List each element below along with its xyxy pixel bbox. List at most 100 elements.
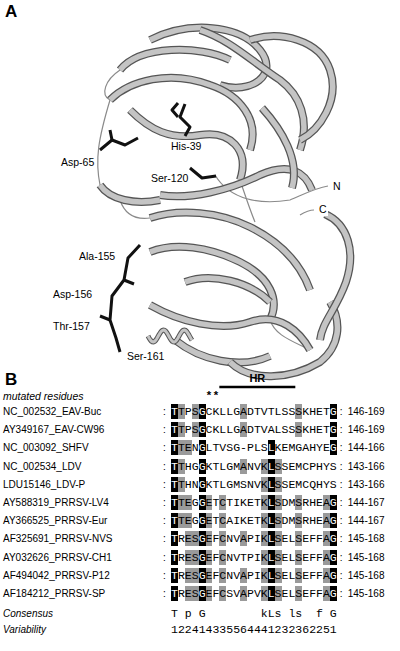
residue-cell: L <box>288 568 295 583</box>
residue-cell: T <box>171 586 178 601</box>
residue-cell: H <box>185 459 192 474</box>
residue-cell: N <box>226 550 233 565</box>
sequence: TTEGGETCTIKETKLSDMSRHEAG <box>171 495 337 510</box>
residue-range: 144-166 <box>348 440 385 455</box>
residue-cell <box>254 606 261 621</box>
residue-cell: K <box>206 477 213 492</box>
residue-cell: T <box>171 513 178 528</box>
residue-cell: G <box>233 404 240 419</box>
separator: : <box>340 586 343 601</box>
residue-cell: K <box>261 495 268 510</box>
region-bar <box>219 386 295 389</box>
residue-cell: 3 <box>219 622 226 637</box>
residue-cell: V <box>233 550 240 565</box>
residue-cell: E <box>206 568 213 583</box>
residue-cell: L <box>268 586 275 601</box>
residue-cell: N <box>192 440 199 455</box>
residue-cell: T <box>178 422 185 437</box>
residue-cell: L <box>275 422 282 437</box>
residue-cell <box>192 606 199 621</box>
residue-cell: E <box>206 550 213 565</box>
mutation-mark: ** <box>206 389 220 402</box>
residue-cell: S <box>295 404 302 419</box>
residue-cell: A <box>302 440 309 455</box>
residue-cell: S <box>295 513 302 528</box>
residue-cell: G <box>330 404 337 419</box>
separator: : <box>340 531 343 546</box>
residue-cell: K <box>261 568 268 583</box>
ribbon-edge <box>320 214 350 340</box>
residue-cell: T <box>178 513 185 528</box>
residue-label: Ser-161 <box>126 350 165 363</box>
residue-cell: L <box>268 568 275 583</box>
residue-range: 143-166 <box>348 477 385 492</box>
seq-name: NC_002534_LDV <box>3 459 81 474</box>
residue-cell: E <box>302 550 309 565</box>
residue-cell: G <box>233 422 240 437</box>
seq-name: AF494042_PRRSV-P12 <box>3 568 110 583</box>
residue-cell: A <box>226 513 233 528</box>
residue-cell: T <box>323 422 330 437</box>
helix <box>148 330 192 342</box>
residue-cell: L <box>206 440 213 455</box>
sequence: TTPSGCKLLGADTVALSSSKHETG <box>171 422 337 437</box>
residue-cell: Y <box>323 459 330 474</box>
residue-cell: T <box>178 404 185 419</box>
residue-range: 144-167 <box>348 513 385 528</box>
residue-cell <box>206 606 213 621</box>
residue-cell: T <box>323 404 330 419</box>
residue-cell: E <box>288 459 295 474</box>
seq-name: AF184212_PRRSV-SP <box>3 586 105 601</box>
residue-cell: G <box>330 422 337 437</box>
residue-cell: 2 <box>178 622 185 637</box>
residue-cell: G <box>199 586 206 601</box>
residue-cell: I <box>254 550 261 565</box>
residue-cell <box>233 606 240 621</box>
residue-cell: 3 <box>295 622 302 637</box>
residue-cell: P <box>247 440 254 455</box>
residue-cell: E <box>316 422 323 437</box>
residue-cell: Y <box>316 440 323 455</box>
residue-cell: C <box>219 586 226 601</box>
sequence: TRESGEFCSVAPVKLSELSEFFAG <box>171 586 337 601</box>
residue-cell: L <box>268 513 275 528</box>
residue-cell: E <box>247 495 254 510</box>
sequence: TRESGEFCNVAPIKLSELSEFFAG <box>171 568 337 583</box>
residue-cell: P <box>309 459 316 474</box>
residue-cell: F <box>309 586 316 601</box>
separator: : <box>163 495 166 510</box>
helix <box>148 330 192 342</box>
residue-cell: F <box>212 586 219 601</box>
ribbon-strand <box>120 50 230 70</box>
sequence: TRESGEFCNVTPIKLSELSEFFAG <box>171 550 337 565</box>
residue-cell: E <box>288 477 295 492</box>
residue-stick <box>110 130 112 140</box>
residue-cell: K <box>212 404 219 419</box>
residue-cell: T <box>171 422 178 437</box>
residue-cell: L <box>268 477 275 492</box>
residue-cell: R <box>178 550 185 565</box>
residue-cell: 4 <box>261 622 268 637</box>
residue-range: 146-169 <box>348 422 385 437</box>
residue-cell: F <box>212 550 219 565</box>
residue-cell: S <box>295 568 302 583</box>
residue-cell: C <box>219 568 226 583</box>
residue-range: 145-168 <box>348 550 385 565</box>
residue-cell: F <box>316 531 323 546</box>
residue-cell: 2 <box>185 622 192 637</box>
separator: : <box>163 422 166 437</box>
ribbon-edge <box>120 50 230 70</box>
residue-cell: A <box>240 404 247 419</box>
residue-cell: T <box>212 477 219 492</box>
residue-cell: F <box>309 550 316 565</box>
residue-cell <box>282 606 289 621</box>
ribbon-edge <box>185 278 270 302</box>
residue-cell: S <box>295 550 302 565</box>
residue-cell: S <box>192 586 199 601</box>
residue-cell: G <box>192 513 199 528</box>
residue-cell: K <box>261 513 268 528</box>
residue-cell: 2 <box>275 622 282 637</box>
residue-cell: G <box>330 495 337 510</box>
note: mutated residues <box>3 390 84 403</box>
residue-cell: G <box>330 513 337 528</box>
